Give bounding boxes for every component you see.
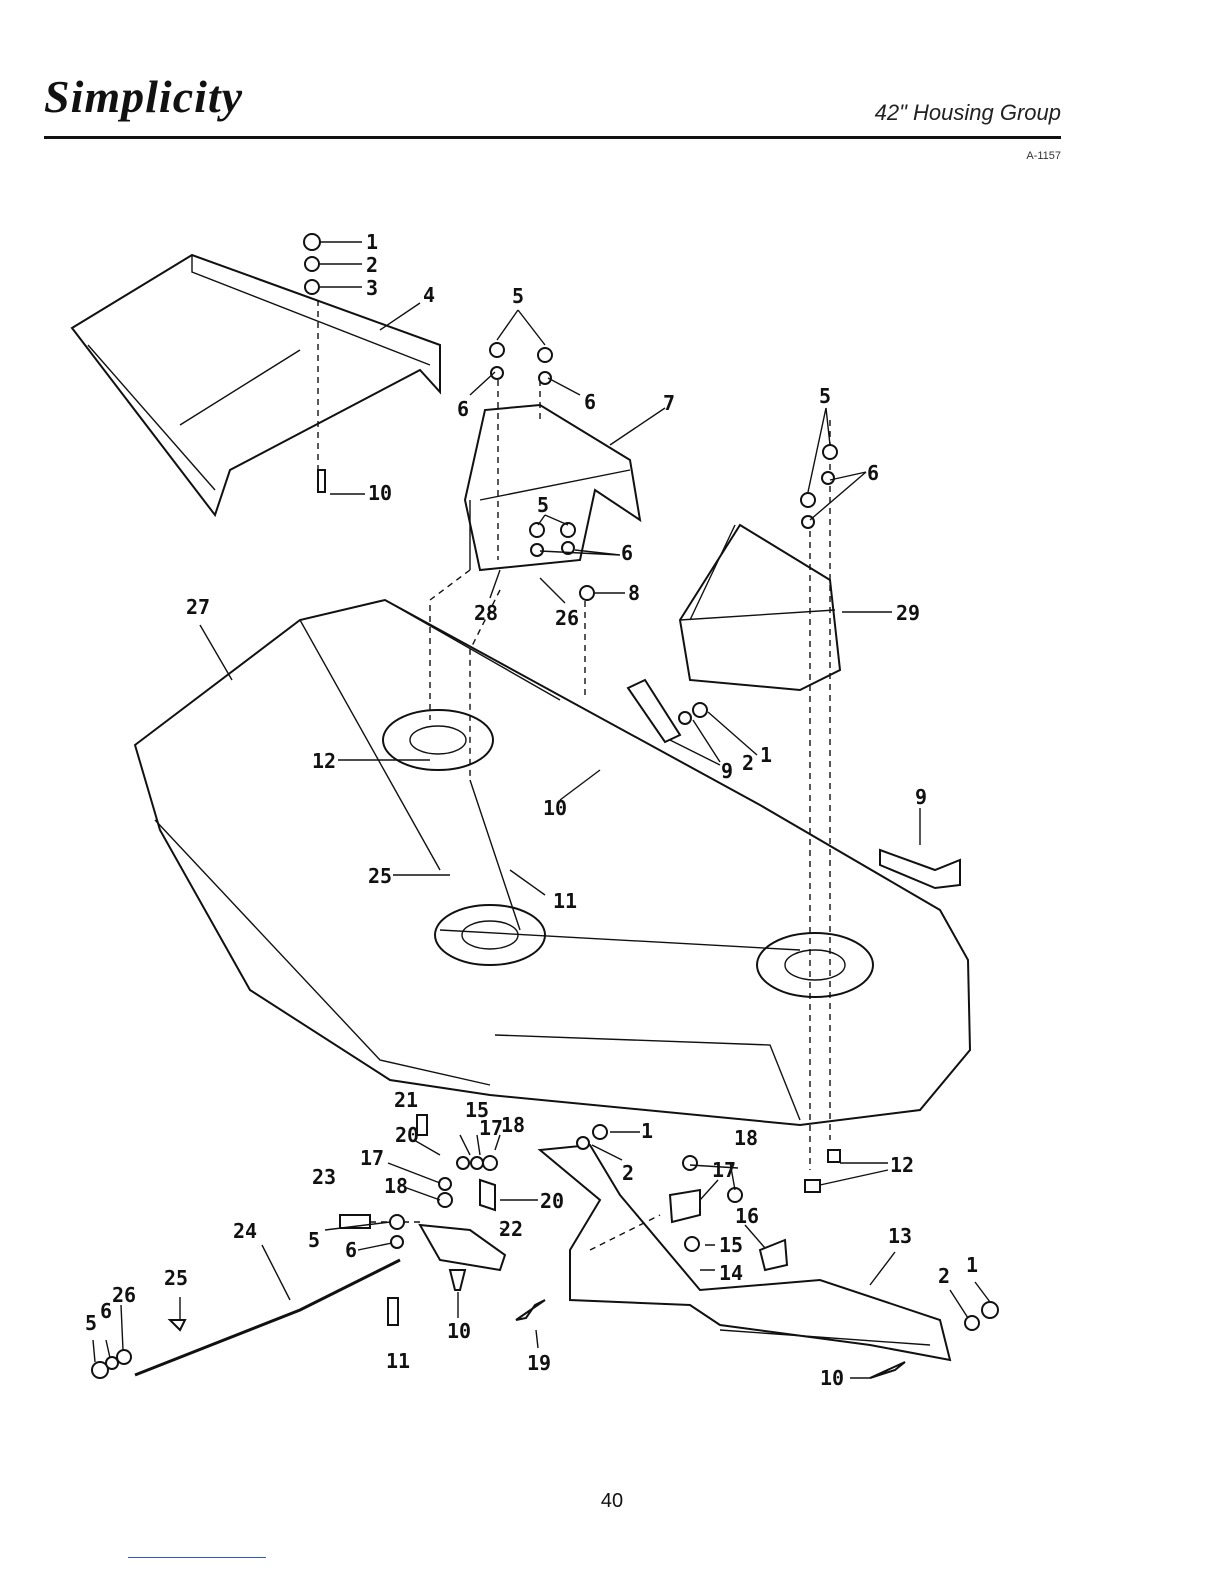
- callout-18a: 18: [501, 1113, 525, 1137]
- part-22-bracket: [420, 1225, 505, 1270]
- callout-5: 5: [512, 284, 524, 308]
- callout-24: 24: [233, 1219, 257, 1243]
- callout-10d: 10: [820, 1366, 844, 1390]
- callout-12b: 12: [890, 1153, 914, 1177]
- footer-link-underline[interactable]: [128, 1557, 266, 1558]
- callout-2: 2: [366, 253, 378, 277]
- part-29-cover: [680, 525, 840, 690]
- callout-2d: 2: [938, 1264, 950, 1288]
- callout-14: 14: [719, 1261, 743, 1285]
- callout-28: 28: [474, 601, 498, 625]
- callout-5b: 5: [819, 384, 831, 408]
- callout-18c: 18: [734, 1126, 758, 1150]
- callout-7: 7: [663, 391, 675, 415]
- callout-2c: 2: [622, 1161, 634, 1185]
- callout-29: 29: [896, 601, 920, 625]
- callout-27: 27: [186, 595, 210, 619]
- callout-26b: 26: [112, 1283, 136, 1307]
- callout-21: 21: [394, 1088, 418, 1112]
- callout-6b: 6: [584, 390, 596, 414]
- callout-12a: 12: [312, 749, 336, 773]
- callout-6a: 6: [457, 397, 469, 421]
- callout-9a: 9: [721, 759, 733, 783]
- callout-25b: 25: [164, 1266, 188, 1290]
- callout-25a: 25: [368, 864, 392, 888]
- callout-10a: 10: [368, 481, 392, 505]
- callout-17b: 17: [360, 1146, 384, 1170]
- callout-2b: 2: [742, 751, 754, 775]
- callout-22: 22: [499, 1217, 523, 1241]
- callout-11a: 11: [553, 889, 577, 913]
- callout-3: 3: [366, 276, 378, 300]
- callout-5d: 5: [308, 1228, 320, 1252]
- callout-6e: 6: [345, 1238, 357, 1262]
- callout-6c: 6: [867, 461, 879, 485]
- callout-11b: 11: [386, 1349, 410, 1373]
- part-9-bracket-upper: [628, 680, 680, 742]
- part-27-deck-housing: [135, 600, 970, 1125]
- callout-5c: 5: [537, 493, 549, 517]
- callout-20b: 20: [540, 1189, 564, 1213]
- callout-4: 4: [423, 283, 435, 307]
- callout-20a: 20: [395, 1123, 419, 1147]
- callout-18b: 18: [384, 1174, 408, 1198]
- callout-17c: 17: [712, 1158, 736, 1182]
- part-13-19-baffle: [540, 1145, 950, 1360]
- callout-23: 23: [312, 1165, 336, 1189]
- callout-6f: 6: [100, 1299, 112, 1323]
- part-4-shield: [72, 255, 440, 515]
- callout-1c: 1: [641, 1119, 653, 1143]
- callout-10c: 10: [447, 1319, 471, 1343]
- part-7-cover: [465, 405, 640, 570]
- callout-8: 8: [628, 581, 640, 605]
- callout-13: 13: [888, 1224, 912, 1248]
- callout-15b: 15: [719, 1233, 743, 1257]
- callout-6d: 6: [621, 541, 633, 565]
- callout-19: 19: [527, 1351, 551, 1375]
- callout-17a: 17: [479, 1116, 503, 1140]
- page-number: 40: [0, 1490, 1224, 1513]
- callout-10b: 10: [543, 796, 567, 820]
- callout-1d: 1: [966, 1253, 978, 1277]
- callout-9b: 9: [915, 785, 927, 809]
- callout-16: 16: [735, 1204, 759, 1228]
- callout-26: 26: [555, 606, 579, 630]
- callout-1b: 1: [760, 743, 772, 767]
- callout-1: 1: [366, 230, 378, 254]
- callout-5e: 5: [85, 1311, 97, 1335]
